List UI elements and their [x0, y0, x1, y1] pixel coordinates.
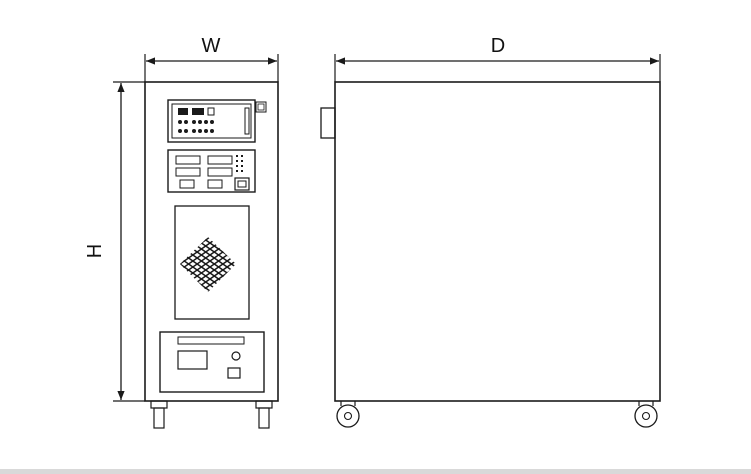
upper-panel-inner — [171, 103, 252, 139]
lower-panel-slot — [177, 336, 245, 345]
ventilation-panel — [174, 205, 250, 320]
meter-display — [175, 155, 201, 165]
caster-wheel — [153, 407, 165, 429]
indicator-led — [236, 155, 238, 157]
panel-button — [198, 129, 202, 133]
side-view — [320, 81, 661, 428]
indicator-led — [236, 170, 238, 172]
panel-button — [184, 120, 188, 124]
caster-mount — [150, 400, 168, 409]
indicator-led — [241, 165, 243, 167]
front-caster-left — [150, 400, 168, 429]
panel-button — [204, 129, 208, 133]
panel-switch-inner — [257, 103, 265, 111]
lower-panel-knob — [231, 351, 241, 361]
panel-key — [179, 179, 195, 189]
panel-button — [210, 120, 214, 124]
side-caster-right — [634, 401, 658, 428]
power-switch — [234, 177, 250, 191]
side-cabinet-body — [334, 81, 661, 402]
indicator-led — [241, 160, 243, 162]
meter-display — [175, 167, 201, 177]
meter-display — [207, 167, 233, 177]
panel-button — [198, 120, 202, 124]
caster-wheel — [336, 404, 360, 428]
footer-rule — [0, 469, 751, 474]
caster-hub — [641, 411, 651, 421]
upper-control-panel — [167, 99, 267, 143]
height-dimension: H — [84, 81, 145, 402]
indicator-led — [241, 170, 243, 172]
panel-button — [178, 129, 182, 133]
middle-control-panel — [167, 149, 256, 193]
panel-button — [192, 120, 196, 124]
indicator-led — [241, 155, 243, 157]
height-label: H — [84, 244, 106, 258]
depth-dimension: D — [334, 35, 661, 82]
side-handle — [320, 107, 336, 139]
caster-wheel — [258, 407, 270, 429]
panel-button — [192, 129, 196, 133]
panel-button — [210, 129, 214, 133]
panel-button — [184, 129, 188, 133]
lower-panel-display — [177, 350, 208, 370]
display-segment — [178, 108, 188, 115]
middle-panel-frame — [167, 149, 256, 193]
caster-mount — [255, 400, 273, 409]
panel-button — [204, 120, 208, 124]
panel-button — [178, 120, 182, 124]
lower-control-panel — [159, 331, 265, 393]
front-view — [144, 81, 279, 429]
front-cabinet-body — [144, 81, 279, 402]
panel-switch — [255, 101, 267, 113]
power-switch-rocker — [237, 180, 247, 188]
upper-panel-frame — [167, 99, 256, 143]
display-segment — [207, 107, 215, 116]
meter-display — [207, 155, 233, 165]
front-caster-right — [255, 400, 273, 429]
indicator-led — [236, 165, 238, 167]
indicator-leds — [236, 155, 243, 172]
vent-panel-frame — [174, 205, 250, 320]
width-label: W — [202, 35, 221, 57]
panel-slot — [244, 107, 250, 135]
depth-label: D — [491, 35, 505, 57]
button-row-2 — [178, 129, 214, 133]
button-row-1 — [178, 120, 214, 124]
display-segment — [192, 108, 204, 115]
panel-key — [207, 179, 223, 189]
caster-wheel — [634, 404, 658, 428]
side-caster-left — [336, 401, 360, 428]
width-dimension: W — [144, 35, 279, 82]
caster-hub — [343, 411, 353, 421]
lower-panel-key — [227, 367, 241, 379]
lower-panel-frame — [159, 331, 265, 393]
indicator-led — [236, 160, 238, 162]
